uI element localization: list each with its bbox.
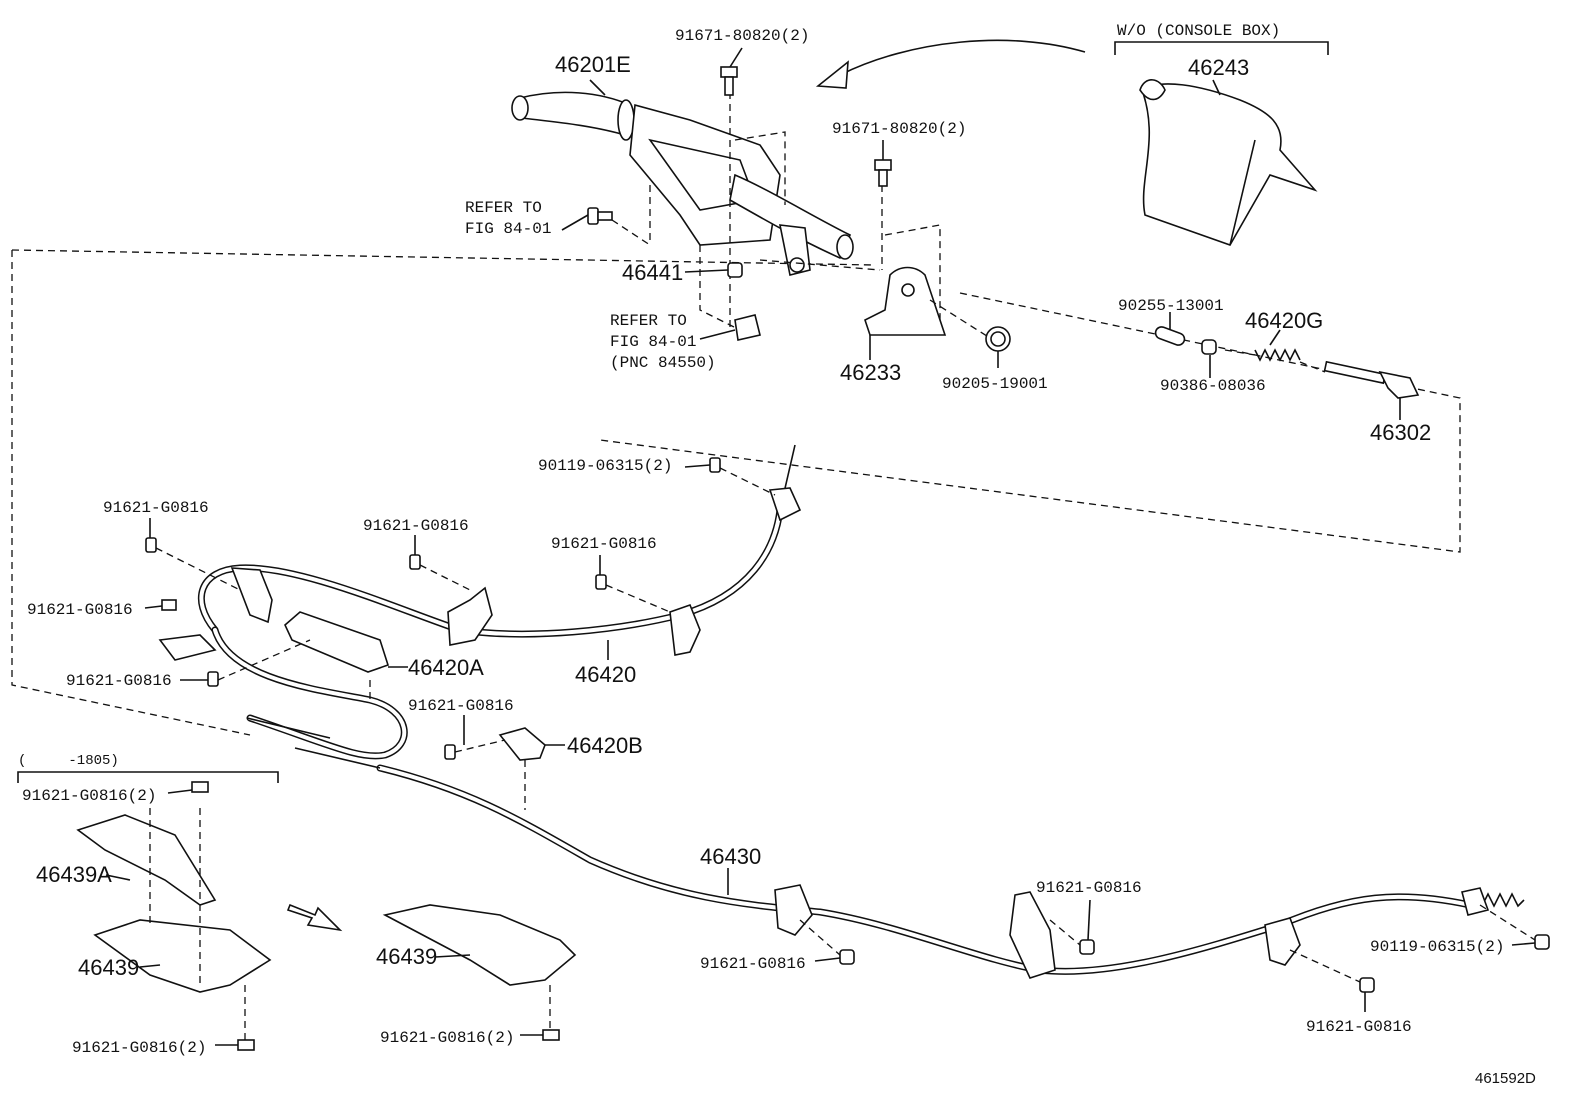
cable-bracket-c <box>230 567 273 624</box>
part-46420b: 46420B <box>567 733 643 758</box>
part-46243: 46243 <box>1188 55 1249 80</box>
leader-lines <box>105 47 1536 1046</box>
leader-dash-17 <box>155 547 241 591</box>
parking-brake-lever-46201e <box>511 91 854 276</box>
leader-dash-20 <box>719 467 776 496</box>
cable-bracket-f <box>1009 891 1056 979</box>
bracket-46233 <box>864 266 947 336</box>
cable-46420-lower-inner <box>213 628 407 758</box>
bolt-91621-2-bl: 91621-G0816(2) <box>72 1039 206 1057</box>
part-46420g: 46420G <box>1245 308 1323 333</box>
leader-dash-4 <box>699 245 741 331</box>
bolt-91621-d: 91621-G0816 <box>27 601 133 619</box>
part-46420: 46420 <box>575 662 636 687</box>
cable-46430-rod <box>294 747 381 769</box>
section-header: W/O (CONSOLE BOX) <box>1117 22 1280 40</box>
refer1-line2: FIG 84-01 <box>465 220 551 238</box>
cable-bracket-e <box>774 884 813 936</box>
refer2-line2: FIG 84-01 <box>610 333 696 351</box>
equalizer-46302 <box>1323 360 1420 399</box>
direction-arrow-icon <box>839 39 1086 76</box>
cable-bracket-b <box>669 603 701 656</box>
refer1-line1: REFER TO <box>465 199 542 217</box>
leader-dash-24 <box>1049 919 1081 946</box>
leader-dash-10 <box>1224 349 1256 356</box>
bolt-91621-2-bm: 91621-G0816(2) <box>380 1029 514 1047</box>
bolt-91621-f: 91621-G0816 <box>408 697 514 715</box>
cable-46430-inner <box>378 766 1472 974</box>
part-46201e: 46201E <box>555 52 631 77</box>
bolt-91621-i: 91621-G0816 <box>1306 1018 1412 1036</box>
clip-46420b <box>498 727 546 761</box>
cable-46430-end-bracket <box>1461 887 1490 916</box>
bolt-91621-a: 91621-G0816 <box>103 499 209 517</box>
part-46441: 46441 <box>622 260 683 285</box>
part-46302: 46302 <box>1370 420 1431 445</box>
cable-bracket-d <box>158 634 217 661</box>
collar-90386-icon <box>1201 339 1217 355</box>
date-bracket <box>17 771 279 783</box>
direction-arrow-head-icon <box>815 60 849 89</box>
leader-dash-23 <box>799 919 841 956</box>
bolt-91621-h: 91621-G0816 <box>1036 879 1142 897</box>
part-46439-left: 46439 <box>78 955 139 980</box>
leader-dash-6 <box>611 219 651 246</box>
bolt-91671-top: 91671-80820(2) <box>675 27 809 45</box>
bolt-90119-top: 90119-06315(2) <box>538 457 672 475</box>
pin-90255-icon <box>1154 326 1186 346</box>
assembly-boundary-dashed <box>11 250 251 736</box>
bolt-91671-mid-icon <box>874 159 892 187</box>
part-46439-mid: 46439 <box>376 944 437 969</box>
leader-dash-21 <box>217 639 311 681</box>
leader-dash-19 <box>605 584 671 613</box>
cable-bracket-g <box>1264 917 1301 966</box>
clip-refer2-icon <box>734 314 761 341</box>
part-46439a: 46439A <box>36 862 112 887</box>
bolt-91621-c: 91621-G0816 <box>551 535 657 553</box>
leader-dash-26 <box>1479 904 1536 941</box>
pin-90255: 90255-13001 <box>1118 297 1224 315</box>
refer2-line3: (PNC 84550) <box>610 354 716 372</box>
bolt-91621-g: 91621-G0816 <box>700 955 806 973</box>
figure-code: 461592D <box>1475 1070 1536 1087</box>
bolt-91621-e: 91621-G0816 <box>66 672 172 690</box>
refer2-line1: REFER TO <box>610 312 687 330</box>
cable-guide-46420a <box>284 611 389 673</box>
leader-dash-18 <box>419 564 471 591</box>
section-bracket <box>1114 41 1329 55</box>
bolt-91671-top-icon <box>720 66 738 96</box>
part-46420a: 46420A <box>408 655 484 680</box>
insulator-46439a <box>76 814 217 906</box>
cable-46420-rod <box>246 717 331 739</box>
leader-dash-22 <box>454 739 506 753</box>
assembly-boundary-top <box>11 249 876 266</box>
part-46430: 46430 <box>700 844 761 869</box>
bolt-91621-b: 91621-G0816 <box>363 517 469 535</box>
cable-bracket-a <box>447 586 493 646</box>
part-46233: 46233 <box>840 360 901 385</box>
spring-46420g-icon <box>1254 348 1301 362</box>
console-cover-46243 <box>1139 79 1318 246</box>
leader-dash-7 <box>884 224 941 325</box>
date-range-header: ( -1805) <box>18 753 119 769</box>
bolt-90119-right: 90119-06315(2) <box>1370 938 1504 956</box>
leader-dash-11 <box>1299 361 1326 373</box>
nut-46441-icon <box>727 262 743 278</box>
insulator-46439-left <box>93 919 272 993</box>
bolt-91671-mid: 91671-80820(2) <box>832 120 966 138</box>
washer-90205-icon <box>985 326 1011 352</box>
leader-dash-25 <box>1289 949 1361 983</box>
leader-dash-3 <box>759 259 881 271</box>
bolt-91621-2-top: 91621-G0816(2) <box>22 787 156 805</box>
insulator-46439-mid <box>382 904 577 986</box>
bolt-refer1-icon <box>587 207 613 225</box>
cable-46420-bracket-top <box>768 487 802 522</box>
washer-90205: 90205-19001 <box>942 375 1048 393</box>
small-arrow-icon <box>286 903 343 932</box>
leader-dash-5 <box>734 131 786 205</box>
collar-90386: 90386-08036 <box>1160 377 1266 395</box>
